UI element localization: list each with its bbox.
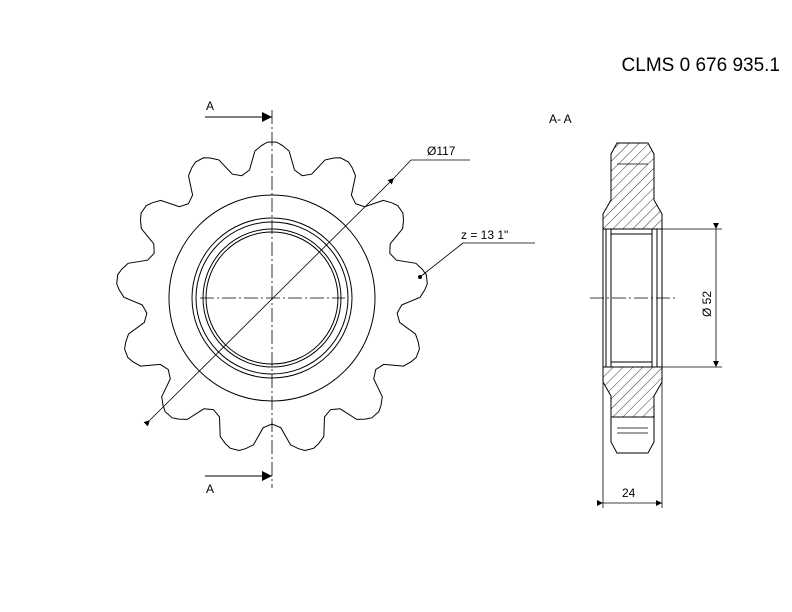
sprocket-front-view: Ø117 z = 13 1" A A [116,99,535,496]
section-lower-hatch [602,366,663,418]
tooth-count-label: z = 13 1" [461,228,508,242]
groove-top-left [605,228,612,368]
section-mark-top: A [206,99,214,113]
width-label: 24 [622,486,636,500]
diameter-117-leader [393,159,412,179]
tooth-count-leader [419,242,464,278]
bore-diameter-label: Ø 52 [700,291,714,317]
section-mark-bottom: A [206,482,214,496]
diameter-117-label: Ø117 [427,144,456,158]
section-upper-hatch [602,142,663,230]
section-lower-tooth [610,416,655,454]
tooth-count-leader-dot [418,275,422,279]
section-title: A- A [549,112,572,126]
diameter-117-dimension-line [143,177,395,427]
sprocket-section-view: A- A Ø 52 24 [549,112,722,508]
part-number-title: CLMS 0 676 935.1 [621,55,780,76]
